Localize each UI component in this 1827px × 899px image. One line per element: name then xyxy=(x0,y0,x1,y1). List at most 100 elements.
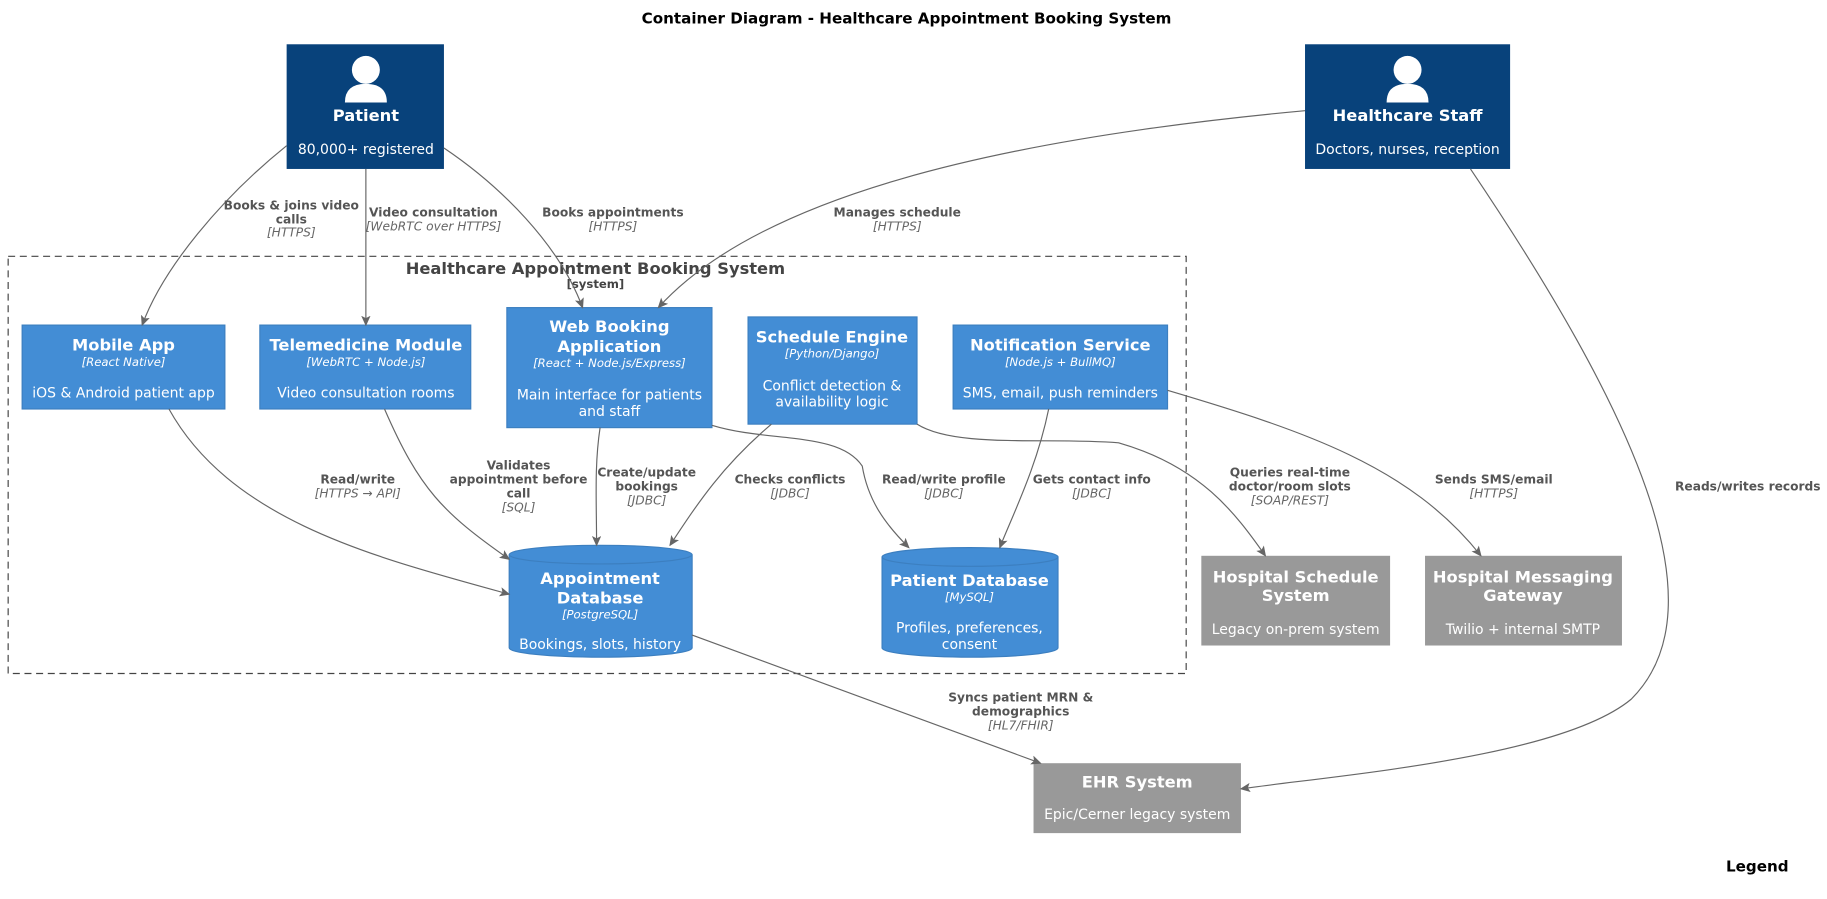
database-patient[interactable]: Patient Database [MySQL] Profiles, prefe… xyxy=(881,547,1059,658)
edge-apptdb-ehr: Syncs patient MRN & demographics [HL7/FH… xyxy=(691,634,1094,765)
edge-tech: [HL7/FHIR] xyxy=(988,718,1054,732)
boundary-name: Healthcare Appointment Booking System xyxy=(406,259,785,278)
edge-tech: [HTTPS] xyxy=(873,220,922,234)
external-name: Hospital Messaging xyxy=(1433,568,1613,587)
external-ehr-system[interactable]: EHR System Epic/Cerner legacy system xyxy=(1033,763,1241,834)
edge-label: Validates xyxy=(487,459,551,473)
legend-title[interactable]: Legend xyxy=(1726,858,1789,876)
database-tech: [MySQL] xyxy=(945,590,994,604)
staff-name: Healthcare Staff xyxy=(1333,106,1484,125)
edge-schedule-apptdb: Checks conflicts [JDBC] xyxy=(669,423,846,547)
external-hospital-messaging-gateway[interactable]: Hospital Messaging Gateway Twilio + inte… xyxy=(1425,555,1622,646)
external-name: System xyxy=(1262,586,1330,605)
container-name: Telemedicine Module xyxy=(269,336,462,355)
edge-tech: [HTTPS] xyxy=(589,220,638,234)
container-notification-service[interactable]: Notification Service [Node.js + BullMQ] … xyxy=(952,324,1169,410)
edge-label: doctor/room slots xyxy=(1229,480,1351,494)
staff-desc: Doctors, nurses, reception xyxy=(1315,142,1499,158)
container-desc: Conflict detection & xyxy=(763,378,902,394)
edge-staff-web: Manages schedule [HTTPS] xyxy=(657,110,1306,309)
database-desc: Bookings, slots, history xyxy=(519,637,681,653)
edge-tech: [SOAP/REST] xyxy=(1251,494,1329,508)
edge-tech: [JDBC] xyxy=(627,494,667,508)
edge-label: Checks conflicts xyxy=(735,473,846,487)
database-name: Appointment xyxy=(540,569,660,588)
edge-mobile-apptdb: Read/write [HTTPS → API] xyxy=(168,408,511,597)
edge-tech: [JDBC] xyxy=(1072,487,1112,501)
container-name: Application xyxy=(557,337,661,356)
edge-label: calls xyxy=(276,213,307,227)
edge-tech: [JDBC] xyxy=(770,487,810,501)
edge-label: Read/write profile xyxy=(882,473,1006,487)
container-desc: availability logic xyxy=(775,395,888,411)
edge-patient-mobile: Books & joins video calls [HTTPS] xyxy=(140,145,359,327)
container-name: Notification Service xyxy=(970,336,1151,355)
database-desc: Profiles, preferences, xyxy=(896,621,1043,637)
edge-tech: [HTTPS → API] xyxy=(315,487,401,501)
database-desc: consent xyxy=(942,637,998,653)
container-tech: [WebRTC + Node.js] xyxy=(306,355,425,369)
container-telemedicine-module[interactable]: Telemedicine Module [WebRTC + Node.js] V… xyxy=(259,324,472,410)
edge-label: Create/update xyxy=(597,466,696,480)
external-name: EHR System xyxy=(1082,773,1193,792)
edge-label: Queries real-time xyxy=(1230,466,1350,480)
edge-label: Books & joins video xyxy=(224,199,359,213)
edge-staff-ehr: Reads/writes records xyxy=(1239,168,1821,793)
container-desc: Video consultation rooms xyxy=(277,385,454,401)
edge-tech: [HTTPS] xyxy=(267,226,316,240)
container-name: Schedule Engine xyxy=(756,328,908,347)
container-name: Mobile App xyxy=(72,336,175,355)
database-name: Database xyxy=(557,589,644,608)
edge-tech: [SQL] xyxy=(502,501,536,515)
container-schedule-engine[interactable]: Schedule Engine [Python/Django] Conflict… xyxy=(747,316,918,425)
external-desc: Legacy on-prem system xyxy=(1212,622,1380,638)
container-desc: and staff xyxy=(579,404,641,420)
container-name: Web Booking xyxy=(549,317,669,336)
database-tech: [PostgreSQL] xyxy=(562,608,638,622)
container-tech: [React Native] xyxy=(82,355,166,369)
external-name: Gateway xyxy=(1483,586,1563,605)
edge-label: Gets contact info xyxy=(1033,473,1151,487)
container-tech: [Node.js + BullMQ] xyxy=(1005,355,1116,369)
edge-label: bookings xyxy=(615,480,678,494)
database-appointment[interactable]: Appointment Database [PostgreSQL] Bookin… xyxy=(508,544,693,658)
edge-label: Reads/writes records xyxy=(1675,480,1821,494)
container-desc: iOS & Android patient app xyxy=(32,385,215,401)
edge-web-apptdb: Create/update bookings [JDBC] xyxy=(591,427,696,547)
person-patient[interactable]: Patient 80,000+ registered xyxy=(286,44,444,169)
external-hospital-schedule-system[interactable]: Hospital Schedule System Legacy on-prem … xyxy=(1201,555,1391,646)
edge-label: demographics xyxy=(972,704,1069,718)
patient-desc: 80,000+ registered xyxy=(298,142,434,158)
edge-web-patientdb: Read/write profile [JDBC] xyxy=(711,424,1006,549)
edge-telemedicine-apptdb: Validates appointment before call [SQL] xyxy=(383,408,588,560)
edge-notification-patientdb: Gets contact info [JDBC] xyxy=(998,408,1151,549)
edge-label: Read/write xyxy=(320,473,395,487)
container-tech: [React + Node.js/Express] xyxy=(533,356,686,370)
diagram-title: Container Diagram - Healthcare Appointme… xyxy=(642,9,1172,27)
patient-name: Patient xyxy=(333,106,400,125)
edge-label: call xyxy=(507,487,531,501)
edge-label: appointment before xyxy=(450,473,588,487)
container-desc: SMS, email, push reminders xyxy=(963,385,1158,401)
edge-tech: [HTTPS] xyxy=(1469,487,1518,501)
person-icon xyxy=(1386,55,1429,103)
container-tech: [Python/Django] xyxy=(785,347,880,361)
external-desc: Epic/Cerner legacy system xyxy=(1044,807,1230,823)
edge-tech: [JDBC] xyxy=(924,487,964,501)
person-icon xyxy=(344,55,387,103)
edge-patient-web: Books appointments [HTTPS] xyxy=(443,147,684,309)
external-name: Hospital Schedule xyxy=(1213,568,1379,587)
edge-label: Sends SMS/email xyxy=(1435,473,1553,487)
container-desc: Main interface for patients xyxy=(517,388,702,404)
external-desc: Twilio + internal SMTP xyxy=(1445,622,1600,638)
edge-label: Books appointments xyxy=(542,206,683,220)
person-healthcare-staff[interactable]: Healthcare Staff Doctors, nurses, recept… xyxy=(1305,44,1511,169)
edge-tech: [WebRTC over HTTPS] xyxy=(366,220,502,234)
edge-patient-telemedicine: Video consultation [WebRTC over HTTPS] xyxy=(361,168,502,327)
container-mobile-app[interactable]: Mobile App [React Native] iOS & Android … xyxy=(21,324,226,410)
database-name: Patient Database xyxy=(890,571,1049,590)
edge-schedule-hospschedule: Queries real-time doctor/room slots [SOA… xyxy=(916,423,1351,557)
container-web-booking-application[interactable]: Web Booking Application [React + Node.js… xyxy=(506,307,713,429)
edge-notification-messaging: Sends SMS/email [HTTPS] xyxy=(1167,389,1553,557)
